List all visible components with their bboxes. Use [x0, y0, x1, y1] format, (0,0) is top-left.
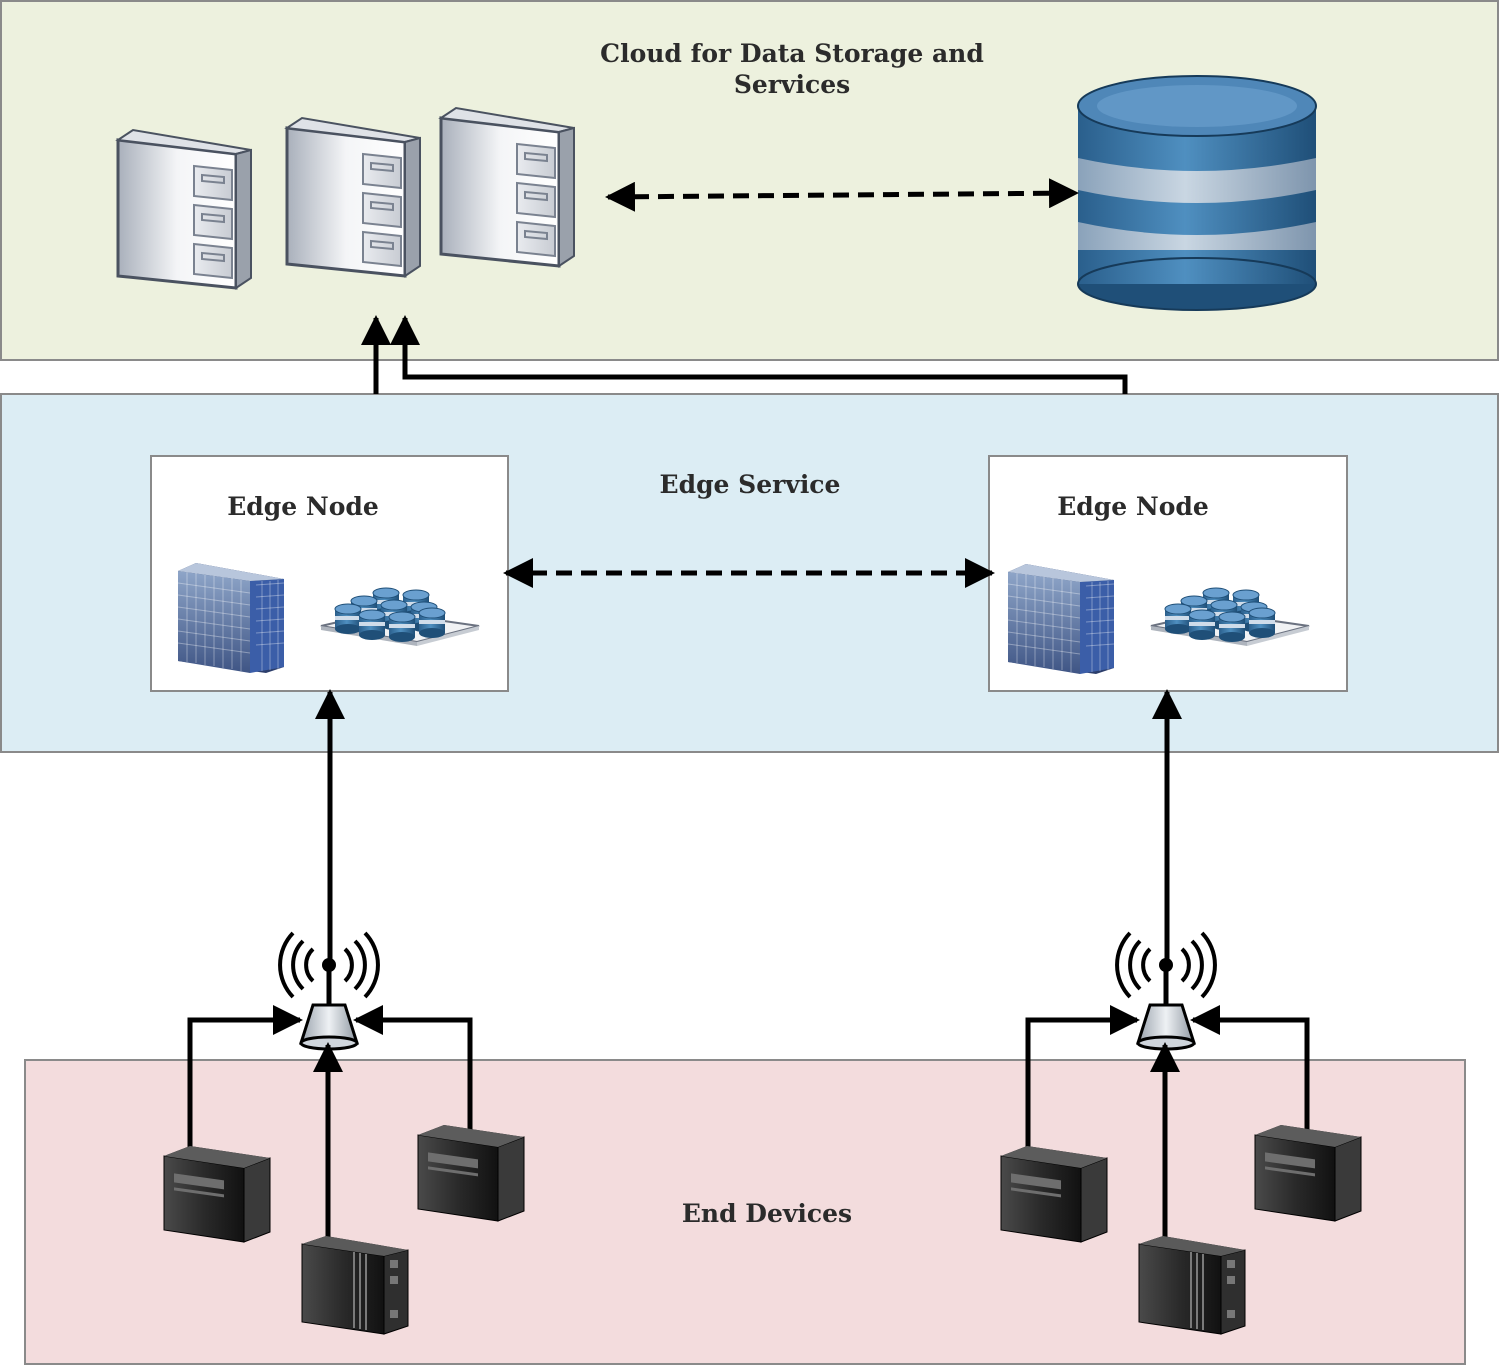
file-cabinet-server-icon [439, 106, 576, 268]
cloud-bidirectional-arrow [605, 178, 1079, 212]
server-building-icon [1007, 563, 1115, 675]
desktop-tower-icon [1254, 1124, 1362, 1222]
file-cabinet-server-icon [285, 116, 422, 278]
device-link-left-2 [353, 1005, 473, 1130]
cloud-title-line-2: Services [734, 70, 850, 99]
database-cylinder-icon [1077, 75, 1317, 311]
edge-node-left-title: Edge Node [227, 492, 379, 521]
cloud-title-line-1: Cloud for Data Storage and [600, 39, 984, 68]
server-building-icon [177, 562, 285, 674]
edge-service-title: Edge Service [660, 470, 841, 499]
edge-to-cloud-arrow-right [390, 315, 1128, 394]
desktop-tower-icon [163, 1145, 271, 1243]
desktop-tower-icon [417, 1124, 525, 1222]
device-link-left-1 [187, 1005, 303, 1150]
desktop-tower-icon [301, 1235, 409, 1335]
edge-node-right: Edge Node [988, 455, 1348, 692]
desktop-tower-icon [1000, 1145, 1108, 1243]
edge-node-right-title: Edge Node [1057, 492, 1209, 521]
device-link-right-1 [1025, 1005, 1140, 1150]
edge-node-left: Edge Node [150, 455, 509, 692]
desktop-tower-icon [1138, 1235, 1246, 1335]
end-devices-title: End Devices [682, 1199, 852, 1228]
device-link-right-2 [1190, 1005, 1310, 1130]
file-cabinet-server-icon [116, 128, 253, 290]
